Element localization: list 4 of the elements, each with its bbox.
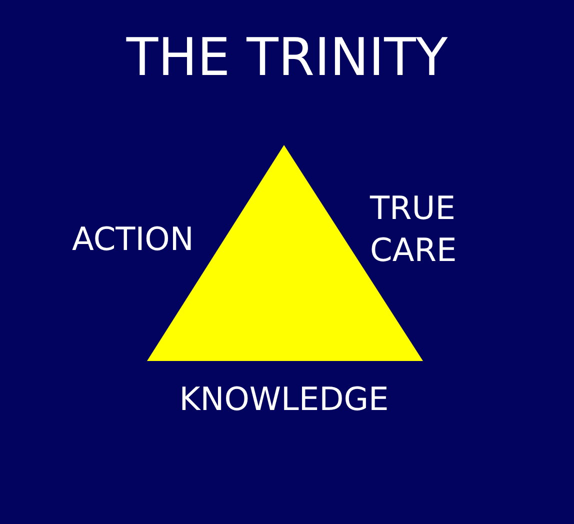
title: THE TRINITY [125,30,449,88]
side-label: ACTION [72,222,194,258]
side-label: TRUE CARE [370,188,458,271]
side-label: KNOWLEDGE [178,382,390,418]
